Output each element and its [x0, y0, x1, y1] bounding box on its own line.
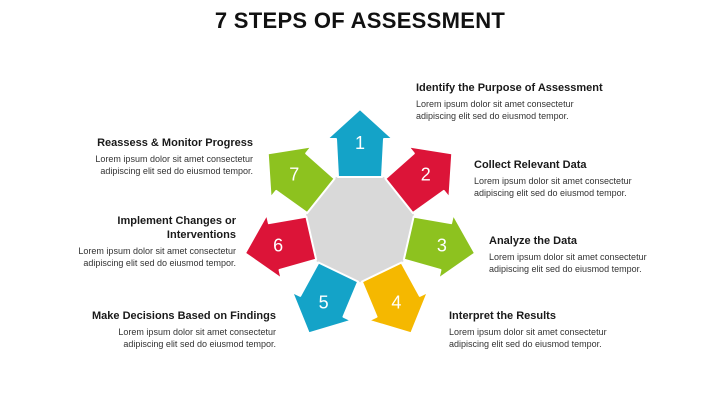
step-5-description: Lorem ipsum dolor sit amet consectetur a…: [118, 327, 276, 349]
step-5-number: 5: [319, 293, 329, 313]
step-1-heading: Identify the Purpose of Assessment: [416, 82, 603, 94]
page-title: 7 STEPS OF ASSESSMENT: [214, 8, 506, 33]
step-7-block: 7: [266, 145, 336, 215]
step-2-text: Collect Relevant Data Lorem ipsum dolor …: [474, 158, 720, 199]
step-2-block: 2: [384, 145, 454, 215]
step-3-text: Analyze the Data Lorem ipsum dolor sit a…: [489, 234, 720, 275]
step-1-description: Lorem ipsum dolor sit amet consectetur a…: [416, 99, 574, 121]
step-4-block: 4: [360, 261, 429, 335]
step-3-arrow: [402, 213, 477, 280]
step-2-heading: Collect Relevant Data: [474, 159, 587, 171]
step-6-text: Implement Changes or Interventions Lorem…: [0, 214, 236, 269]
step-4-number: 4: [391, 293, 401, 313]
step-5-heading: Make Decisions Based on Findings: [92, 310, 276, 322]
step-3-number: 3: [437, 236, 447, 256]
step-3-description: Lorem ipsum dolor sit amet consectetur a…: [489, 252, 647, 274]
step-7-number: 7: [289, 165, 299, 185]
step-1-arrow: [326, 108, 394, 178]
step-4-heading: Interpret the Results: [449, 310, 556, 322]
step-7-description: Lorem ipsum dolor sit amet consectetur a…: [95, 154, 253, 176]
step-3-block: 3: [402, 213, 477, 280]
step-5-arrow: [291, 261, 360, 335]
step-7-heading: Reassess & Monitor Progress: [97, 137, 253, 149]
step-4-text: Interpret the Results Lorem ipsum dolor …: [449, 309, 699, 350]
step-2-description: Lorem ipsum dolor sit amet consectetur a…: [474, 176, 632, 198]
step-2-number: 2: [421, 165, 431, 185]
step-5-block: 5: [291, 261, 360, 335]
step-6-description: Lorem ipsum dolor sit amet consectetur a…: [78, 246, 236, 268]
step-7-text: Reassess & Monitor Progress Lorem ipsum …: [3, 136, 253, 177]
step-2-arrow: [384, 145, 454, 215]
step-1-block: 1: [326, 108, 394, 178]
step-1-text: Identify the Purpose of Assessment Lorem…: [416, 81, 666, 122]
step-6-arrow: [243, 213, 318, 280]
step-4-arrow: [360, 261, 429, 335]
step-6-block: 6: [243, 213, 318, 280]
step-6-heading: Implement Changes or Interventions: [117, 215, 236, 241]
step-4-description: Lorem ipsum dolor sit amet consectetur a…: [449, 327, 607, 349]
step-3-heading: Analyze the Data: [489, 235, 578, 247]
step-6-number: 6: [273, 236, 283, 256]
step-7-arrow: [266, 145, 336, 215]
step-5-text: Make Decisions Based on Findings Lorem i…: [26, 309, 276, 350]
step-1-number: 1: [355, 133, 365, 153]
